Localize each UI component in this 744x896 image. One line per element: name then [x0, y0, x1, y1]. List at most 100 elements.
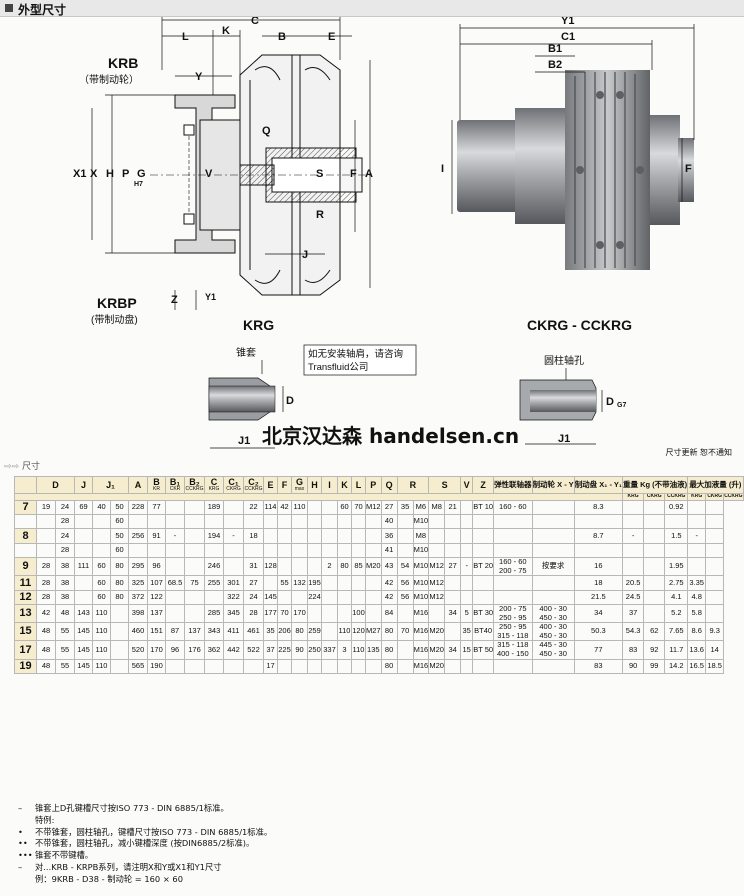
table-cell: 38: [55, 575, 75, 591]
table-cell: -: [687, 528, 707, 544]
table-cell: [74, 514, 93, 530]
table-cell: 145: [263, 589, 278, 605]
table-cell: 337: [321, 640, 338, 660]
table-cell: 24: [55, 499, 75, 516]
table-cell: [472, 658, 495, 674]
table-cell: 301: [223, 575, 244, 591]
table-cell: [531, 589, 575, 605]
table-cell: 92: [643, 640, 666, 660]
table-cell: [147, 542, 166, 559]
table-cell: [92, 542, 111, 559]
table-cell: [92, 528, 111, 544]
table-cell: [493, 589, 533, 605]
dim-G: G: [137, 168, 146, 180]
table-cell: M12: [365, 499, 382, 516]
weight-subheader: KRG: [622, 493, 645, 501]
table-cell: [705, 528, 725, 544]
footnote: 例：9KRB - D38 - 制动轮 = 160 × 60: [35, 873, 183, 884]
table-cell: BT 50: [472, 640, 495, 660]
table-cell: [351, 514, 366, 530]
table-cell: 2.75: [664, 575, 689, 591]
table-cell: 16.5: [687, 658, 707, 674]
table-cell: [428, 514, 446, 530]
table-cell: 4.1: [664, 589, 689, 605]
table-cell: 5.8: [687, 603, 707, 624]
dim-F: F: [350, 168, 357, 180]
table-cell: 107: [147, 575, 166, 591]
table-cell: 18: [573, 575, 624, 591]
column-header: J₁: [92, 475, 129, 495]
table-cell: [184, 589, 205, 605]
table-cell: [277, 589, 292, 605]
table-cell: [263, 542, 278, 559]
table-cell: [321, 575, 338, 591]
table-cell: [493, 542, 533, 559]
table-cell: [664, 542, 689, 559]
table-cell: [365, 514, 382, 530]
size-cell: 8: [14, 528, 37, 544]
table-cell: 176: [184, 640, 205, 660]
column-header: Q: [380, 475, 398, 495]
size-cell: 17: [14, 640, 37, 660]
table-cell: 41: [380, 542, 398, 559]
table-cell: [460, 528, 474, 544]
table-cell: 145: [74, 640, 93, 660]
bore-dim-D: D: [606, 396, 614, 408]
table-cell: BT 10: [472, 499, 495, 516]
dim-X: X: [90, 168, 98, 180]
table-cell: 225: [277, 640, 292, 660]
dim-Y1: Y1: [205, 292, 216, 302]
ckrg-product-view: [457, 70, 694, 270]
table-cell: 137: [184, 622, 205, 642]
dim-J: J: [302, 249, 308, 261]
column-header: V: [460, 475, 474, 495]
table-cell: 411: [223, 622, 244, 642]
table-cell: 48: [55, 603, 75, 624]
table-cell: 96: [165, 640, 185, 660]
table-cell: 60: [92, 589, 111, 605]
table-cell: [493, 575, 533, 591]
table-cell: [337, 589, 352, 605]
column-header: R: [396, 475, 430, 495]
table-cell: 50.3: [573, 622, 624, 642]
table-cell: [223, 514, 244, 530]
size-cell: [14, 542, 37, 559]
table-cell: M12: [428, 557, 446, 577]
table-cell: 21: [444, 499, 462, 516]
column-header: 弹性联轴器: [493, 475, 533, 495]
table-cell: 90: [291, 640, 308, 660]
table-cell: 13.6: [687, 640, 707, 660]
footnote: –对...KRB - KRPB系列，请注明X和Y或X1和Y1尺寸: [18, 861, 222, 872]
table-cell: 322: [223, 589, 244, 605]
table-cell: [444, 542, 462, 559]
table-cell: 27: [380, 499, 398, 516]
table-cell: 110: [92, 658, 111, 674]
ckrg-dimension-lines: [451, 24, 695, 214]
table-cell: 0.92: [664, 499, 689, 516]
table-cell: [110, 658, 129, 674]
table-cell: 1.5: [664, 528, 689, 544]
table-cell: 50: [110, 528, 129, 544]
dim-Y: Y: [195, 71, 203, 83]
table-cell: [643, 603, 666, 624]
table-cell: 34: [444, 640, 462, 660]
table-cell: 99: [643, 658, 666, 674]
table-cell: [263, 575, 278, 591]
table-cell: 40: [380, 514, 398, 530]
table-cell: -: [165, 528, 185, 544]
table-cell: [321, 542, 338, 559]
table-cell: 170: [147, 640, 166, 660]
table-cell: [622, 514, 645, 530]
krbp-label: KRBP: [97, 295, 137, 311]
table-cell: 42: [380, 589, 398, 605]
footnote: •••锥套不带键槽。: [18, 850, 94, 861]
table-cell: [428, 603, 446, 624]
table-cell: 28: [36, 575, 56, 591]
dim-L: L: [182, 31, 189, 43]
table-cell: 28: [36, 557, 56, 577]
table-cell: 90: [622, 658, 645, 674]
table-cell: 122: [147, 589, 166, 605]
table-cell: 18: [243, 528, 264, 544]
